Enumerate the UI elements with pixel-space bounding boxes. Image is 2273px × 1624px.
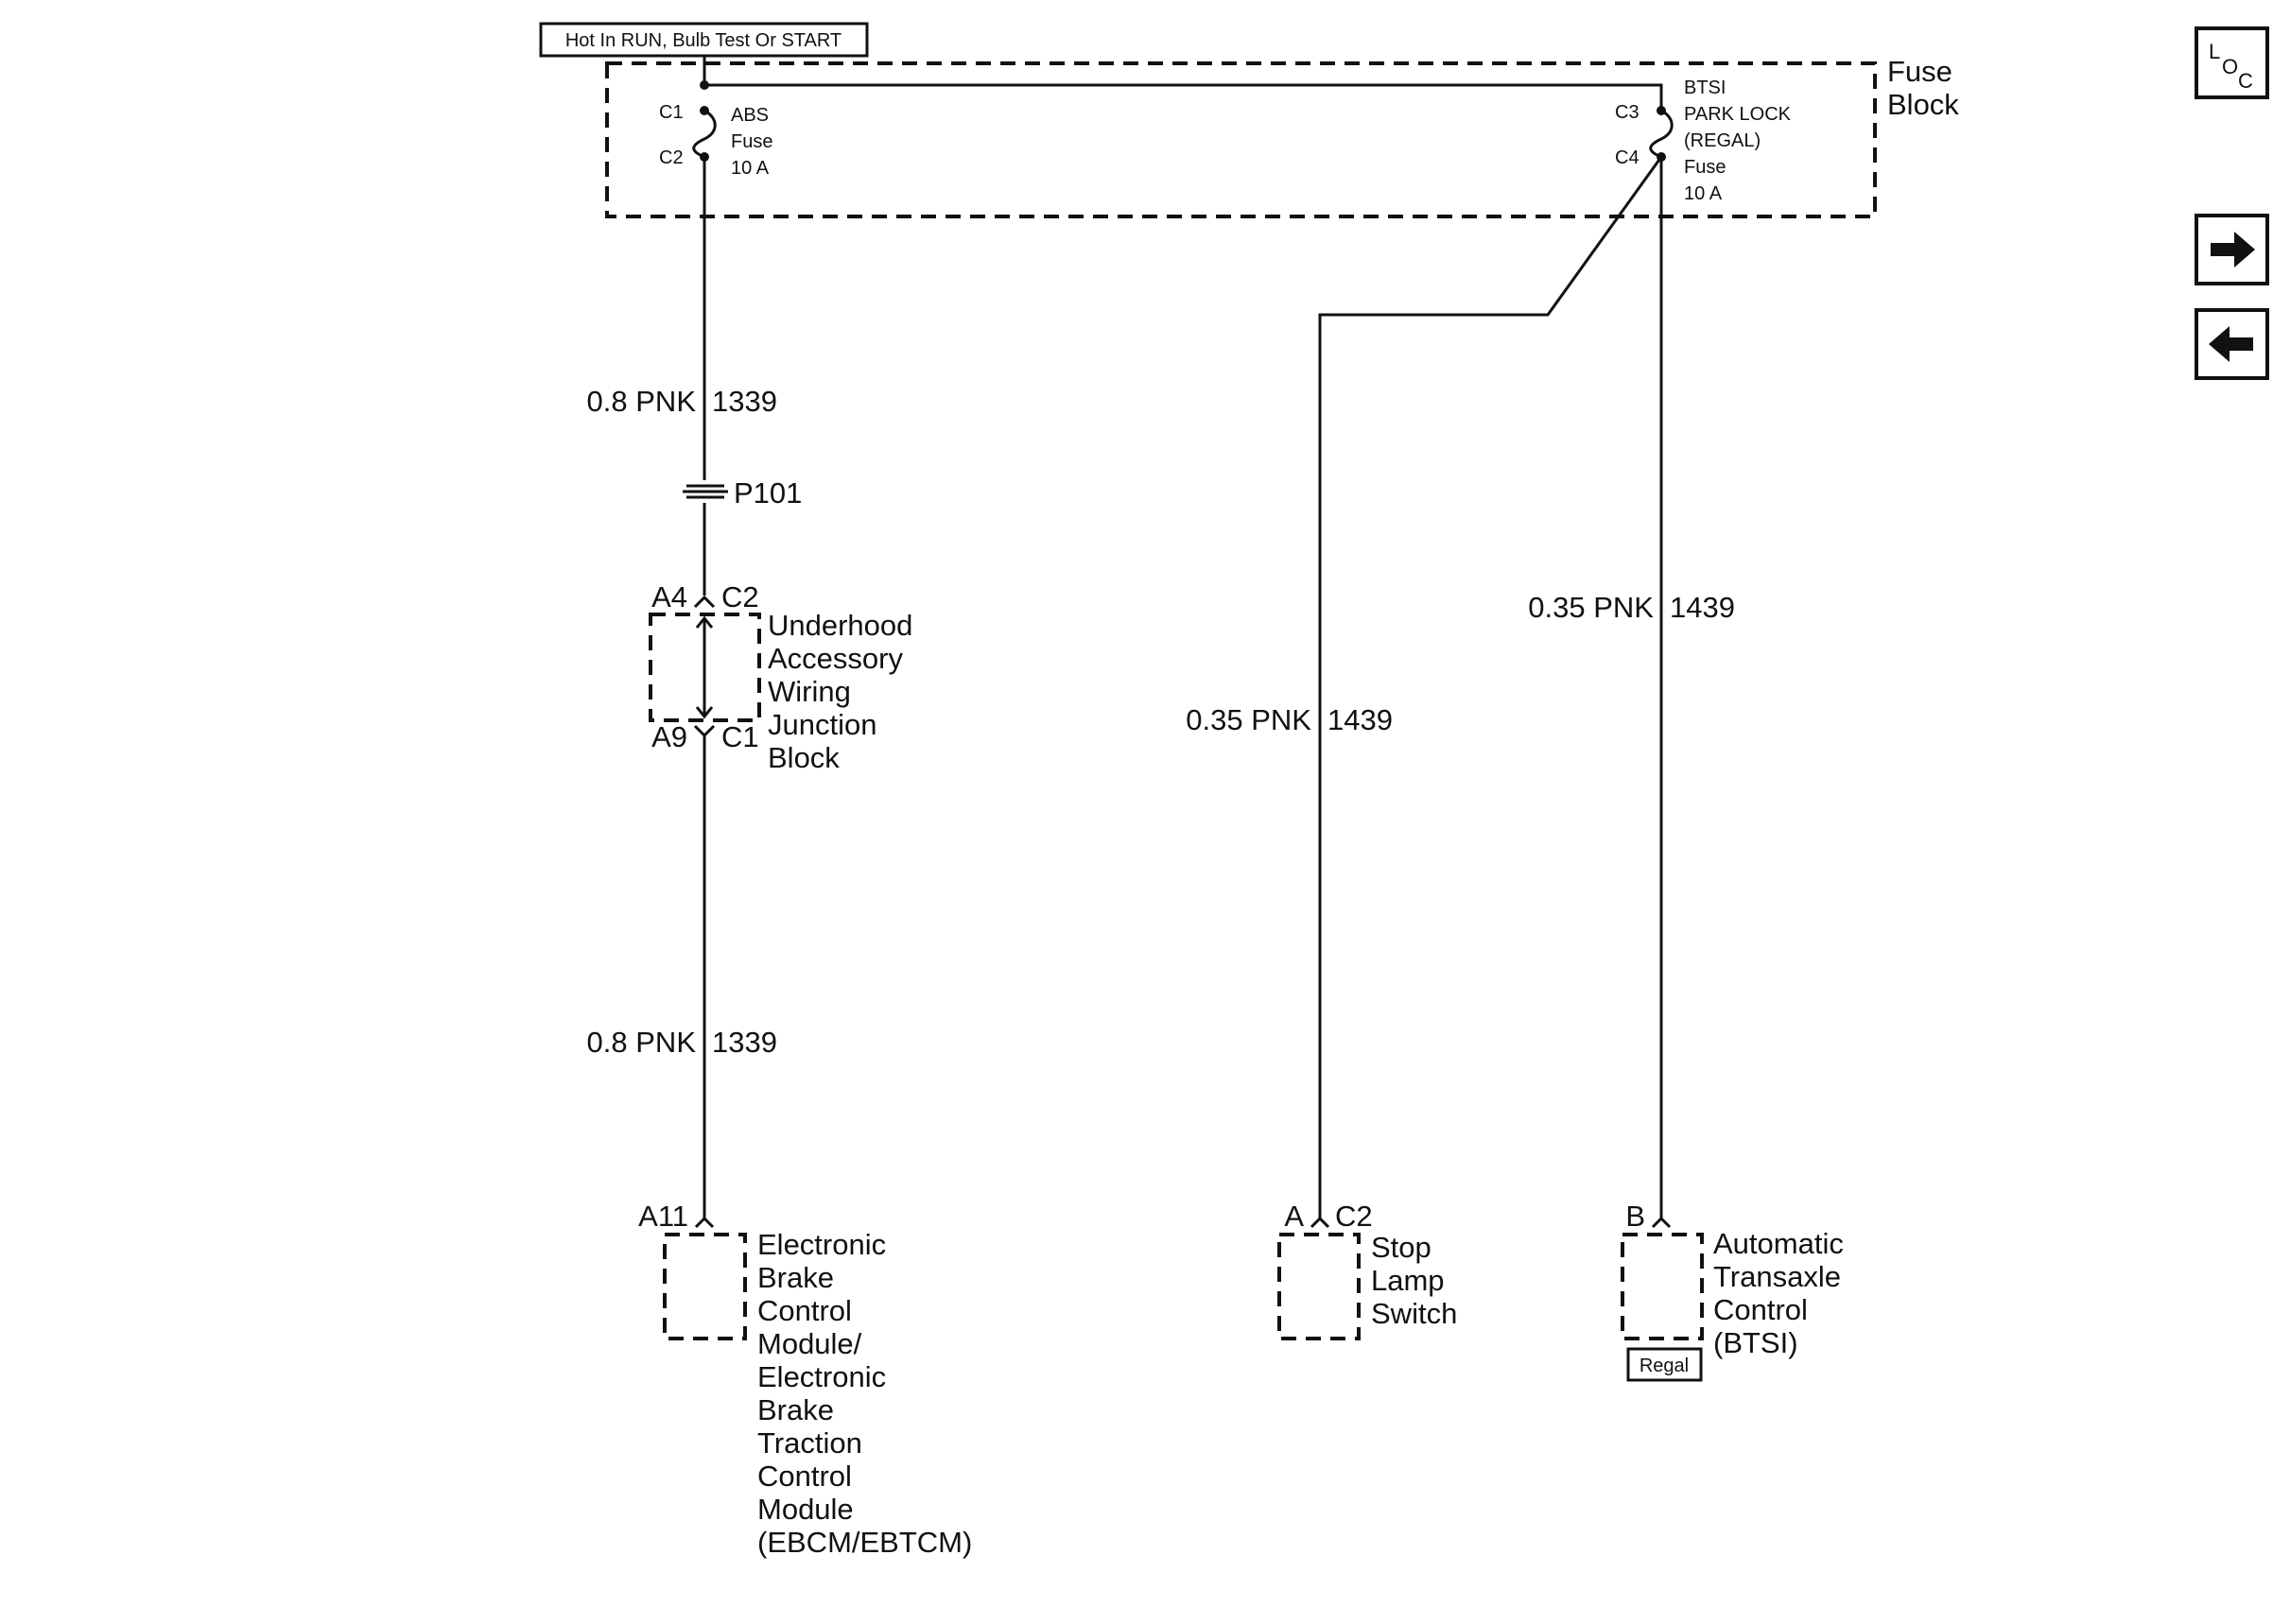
ebcm-name-3: Control bbox=[757, 1294, 852, 1327]
power-source-label: Hot In RUN, Bulb Test Or START bbox=[539, 22, 869, 58]
abs-fuse-pin-out: C2 bbox=[659, 147, 684, 168]
junction-name-3: Wiring bbox=[768, 675, 851, 708]
svg-text:L: L bbox=[2209, 40, 2220, 63]
btsi-fuse-line2: PARK LOCK bbox=[1684, 104, 1792, 125]
btsi-fuse: C3 C4 BTSI PARK LOCK (REGAL) Fuse 10 A bbox=[1615, 78, 1792, 204]
junction-name-5: Block bbox=[768, 741, 840, 774]
junction-pin-c2-top: C2 bbox=[721, 580, 759, 613]
fuse-block-outline bbox=[605, 61, 1877, 218]
wire-1339-bottom-circuit: 1339 bbox=[712, 1026, 777, 1059]
btsi-fuse-line5: 10 A bbox=[1684, 183, 1723, 204]
transaxle-name-1: Automatic bbox=[1713, 1227, 1844, 1260]
junction-pin-c1-bottom: C1 bbox=[721, 720, 759, 753]
ebcm-pin: A11 bbox=[638, 1200, 688, 1233]
svg-text:C: C bbox=[2238, 69, 2253, 93]
stop-lamp-name-1: Stop bbox=[1371, 1231, 1431, 1264]
transaxle-name-2: Transaxle bbox=[1713, 1260, 1841, 1293]
ebcm-name-2: Brake bbox=[757, 1261, 834, 1294]
splice-p101: P101 bbox=[683, 476, 802, 510]
ebcm-name-10: (EBCM/EBTCM) bbox=[757, 1526, 972, 1559]
abs-fuse: C1 C2 ABS Fuse 10 A bbox=[659, 102, 772, 179]
abs-fuse-line3: 10 A bbox=[731, 158, 770, 179]
transaxle-control-component: B Automatic Transaxle Control (BTSI) Reg… bbox=[1621, 1200, 1844, 1382]
junction-name-1: Underhood bbox=[768, 609, 912, 642]
wire-1439-mid-size: 0.35 PNK bbox=[1186, 703, 1311, 736]
btsi-fuse-line1: BTSI bbox=[1684, 78, 1726, 98]
arrow-right-icon bbox=[2211, 232, 2255, 268]
underhood-junction-block: A4 C2 A9 C1 Underhood Accessory Wiring J… bbox=[649, 580, 912, 774]
wire-1339-top-circuit: 1339 bbox=[712, 385, 777, 418]
locator-icon: L O C bbox=[2209, 40, 2253, 93]
stop-lamp-switch-component: A C2 Stop Lamp Switch bbox=[1277, 1200, 1457, 1340]
next-page-button[interactable] bbox=[2195, 214, 2269, 285]
ebcm-name-5: Electronic bbox=[757, 1360, 886, 1393]
wire-1439-stop-lamp bbox=[1318, 156, 1663, 1219]
power-bus-wire bbox=[703, 56, 1663, 111]
svg-text:O: O bbox=[2222, 55, 2238, 78]
ebcm-name-1: Electronic bbox=[757, 1228, 886, 1261]
ebcm-name-7: Traction bbox=[757, 1426, 862, 1460]
junction-pin-a9: A9 bbox=[651, 720, 687, 753]
ebcm-name-6: Brake bbox=[757, 1393, 834, 1426]
btsi-fuse-pin-in: C3 bbox=[1615, 102, 1640, 123]
prev-page-button[interactable] bbox=[2195, 308, 2269, 380]
wire-1339-top-size: 0.8 PNK bbox=[587, 385, 697, 418]
junction-name-2: Accessory bbox=[768, 642, 903, 675]
btsi-fuse-line3: (REGAL) bbox=[1684, 130, 1761, 151]
bus-junction-dot bbox=[700, 80, 709, 90]
wire-1439-right-circuit: 1439 bbox=[1670, 591, 1735, 624]
abs-fuse-pin-in: C1 bbox=[659, 102, 684, 123]
btsi-fuse-line4: Fuse bbox=[1684, 157, 1726, 178]
wire-1439-right-size: 0.35 PNK bbox=[1528, 591, 1654, 624]
btsi-fuse-pin-out: C4 bbox=[1615, 147, 1640, 168]
ebcm-name-4: Module/ bbox=[757, 1327, 862, 1360]
abs-fuse-line2: Fuse bbox=[731, 131, 772, 152]
stop-lamp-name-2: Lamp bbox=[1371, 1264, 1445, 1297]
regal-option-text: Regal bbox=[1640, 1356, 1689, 1376]
junction-name-4: Junction bbox=[768, 708, 876, 741]
ebcm-name-8: Control bbox=[757, 1460, 852, 1493]
fuse-block-title-2: Block bbox=[1887, 88, 1959, 121]
regal-option-tag bbox=[1626, 1347, 1703, 1382]
arrow-left-icon bbox=[2209, 326, 2253, 362]
transaxle-name-4: (BTSI) bbox=[1713, 1326, 1798, 1359]
ebcm-component: A11 Electronic Brake Control Module/ Ele… bbox=[638, 1200, 972, 1559]
ebcm-name-9: Module bbox=[757, 1493, 854, 1526]
power-label-text: Hot In RUN, Bulb Test Or START bbox=[565, 30, 842, 51]
junction-pin-a4: A4 bbox=[651, 580, 687, 613]
splice-label: P101 bbox=[734, 476, 802, 510]
stop-lamp-pin-a: A bbox=[1284, 1200, 1304, 1233]
transaxle-name-3: Control bbox=[1713, 1293, 1808, 1326]
stop-lamp-pin-c2: C2 bbox=[1335, 1200, 1373, 1233]
wire-1339-bottom-size: 0.8 PNK bbox=[587, 1026, 697, 1059]
locator-button[interactable]: L O C bbox=[2195, 26, 2269, 99]
stop-lamp-name-3: Switch bbox=[1371, 1297, 1457, 1330]
wire-1439-mid-circuit: 1439 bbox=[1327, 703, 1393, 736]
fuse-block-title-1: Fuse bbox=[1887, 55, 1952, 88]
abs-fuse-line1: ABS bbox=[731, 105, 769, 126]
transaxle-pin-b: B bbox=[1625, 1200, 1645, 1233]
